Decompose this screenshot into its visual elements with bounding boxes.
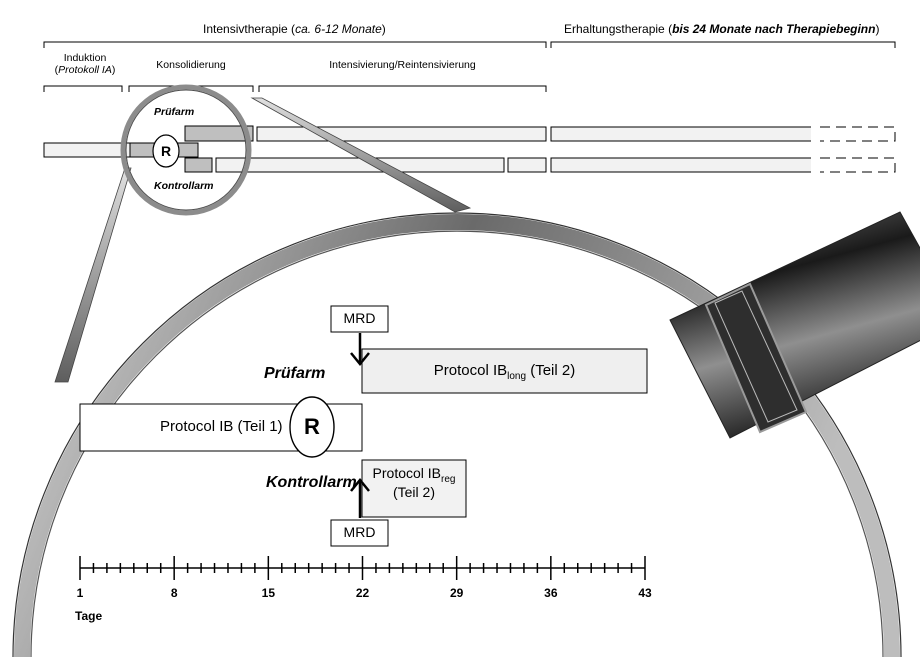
arm-exp-label: Prüfarm [264, 365, 326, 382]
day-axis [79, 556, 646, 580]
mrd-top-box [330, 305, 389, 333]
consolidation-exp-bar [184, 125, 254, 142]
protocol-ibreg-box [361, 459, 467, 518]
intensification-ctrl-bar-1 [215, 157, 505, 173]
intensification-exp-bar [256, 126, 547, 142]
protocol-iblong-box [361, 348, 648, 394]
axis-tick-label: 15 [261, 586, 275, 600]
large-lens [12, 212, 902, 657]
maintenance-exp-continuation [820, 126, 896, 142]
beam-left [54, 167, 132, 383]
mrd-bottom-label: MRD [343, 524, 376, 540]
axis-tick-label: 36 [544, 586, 558, 600]
phase-consolidation: Konsolidierung [156, 59, 226, 71]
magnifier-beams [54, 97, 472, 383]
mrd-bottom-box [330, 519, 389, 547]
phase-induction: Induktion(Protokoll IA) [54, 52, 116, 76]
induction-bar [43, 142, 131, 158]
handle-collar [704, 282, 808, 434]
axis-unit-label: Tage [75, 609, 103, 623]
randomization-node [289, 396, 335, 458]
beam-right [250, 97, 472, 213]
arm-ctrl-label: Kontrollarm [266, 474, 357, 491]
axis-tick-label: 43 [638, 586, 652, 600]
mrd-top-label: MRD [343, 310, 376, 326]
maintenance-exp-bar [550, 126, 811, 142]
protocol-ib-label: Protocol IB (Teil 1) [160, 418, 283, 435]
small-arm-exp: Prüfarm [154, 106, 195, 118]
header-maintenance: Erhaltungstherapie (bis 24 Monate nach T… [564, 22, 880, 36]
consolidation-ctrl-bar [184, 157, 213, 173]
small-randomization-label: R [160, 143, 172, 159]
axis-tick-label: 29 [449, 586, 464, 600]
intensification-ctrl-bar-2 [507, 157, 547, 173]
maintenance-ctrl-bar [550, 157, 811, 173]
magnifier-handle [669, 211, 920, 439]
protocol-iblong-label: Protocol IBlong (Teil 2) [433, 362, 576, 382]
randomization-label: R [304, 414, 320, 439]
axis-tick-label: 22 [355, 586, 370, 600]
axis-tick-label: 1 [76, 586, 84, 600]
maintenance-ctrl-continuation [820, 157, 896, 173]
axis-tick-label: 8 [170, 586, 178, 600]
small-arm-ctrl: Kontrollarm [154, 180, 214, 192]
phase-intensification: Intensivierung/Reintensivierung [329, 59, 476, 71]
small-lens [120, 84, 252, 216]
protocol-ibreg-label: Protocol IBreg(Teil 2) [372, 465, 456, 500]
maintenance-bracket [550, 41, 896, 48]
header-brackets [43, 41, 896, 92]
detail-diagram [79, 305, 648, 547]
induction-bracket [43, 85, 123, 92]
intensification-bracket [258, 85, 547, 92]
small-randomization-node [152, 134, 180, 168]
intensive-bracket [43, 41, 547, 48]
header-intensive: Intensivtherapie (ca. 6-12 Monate) [203, 22, 386, 36]
